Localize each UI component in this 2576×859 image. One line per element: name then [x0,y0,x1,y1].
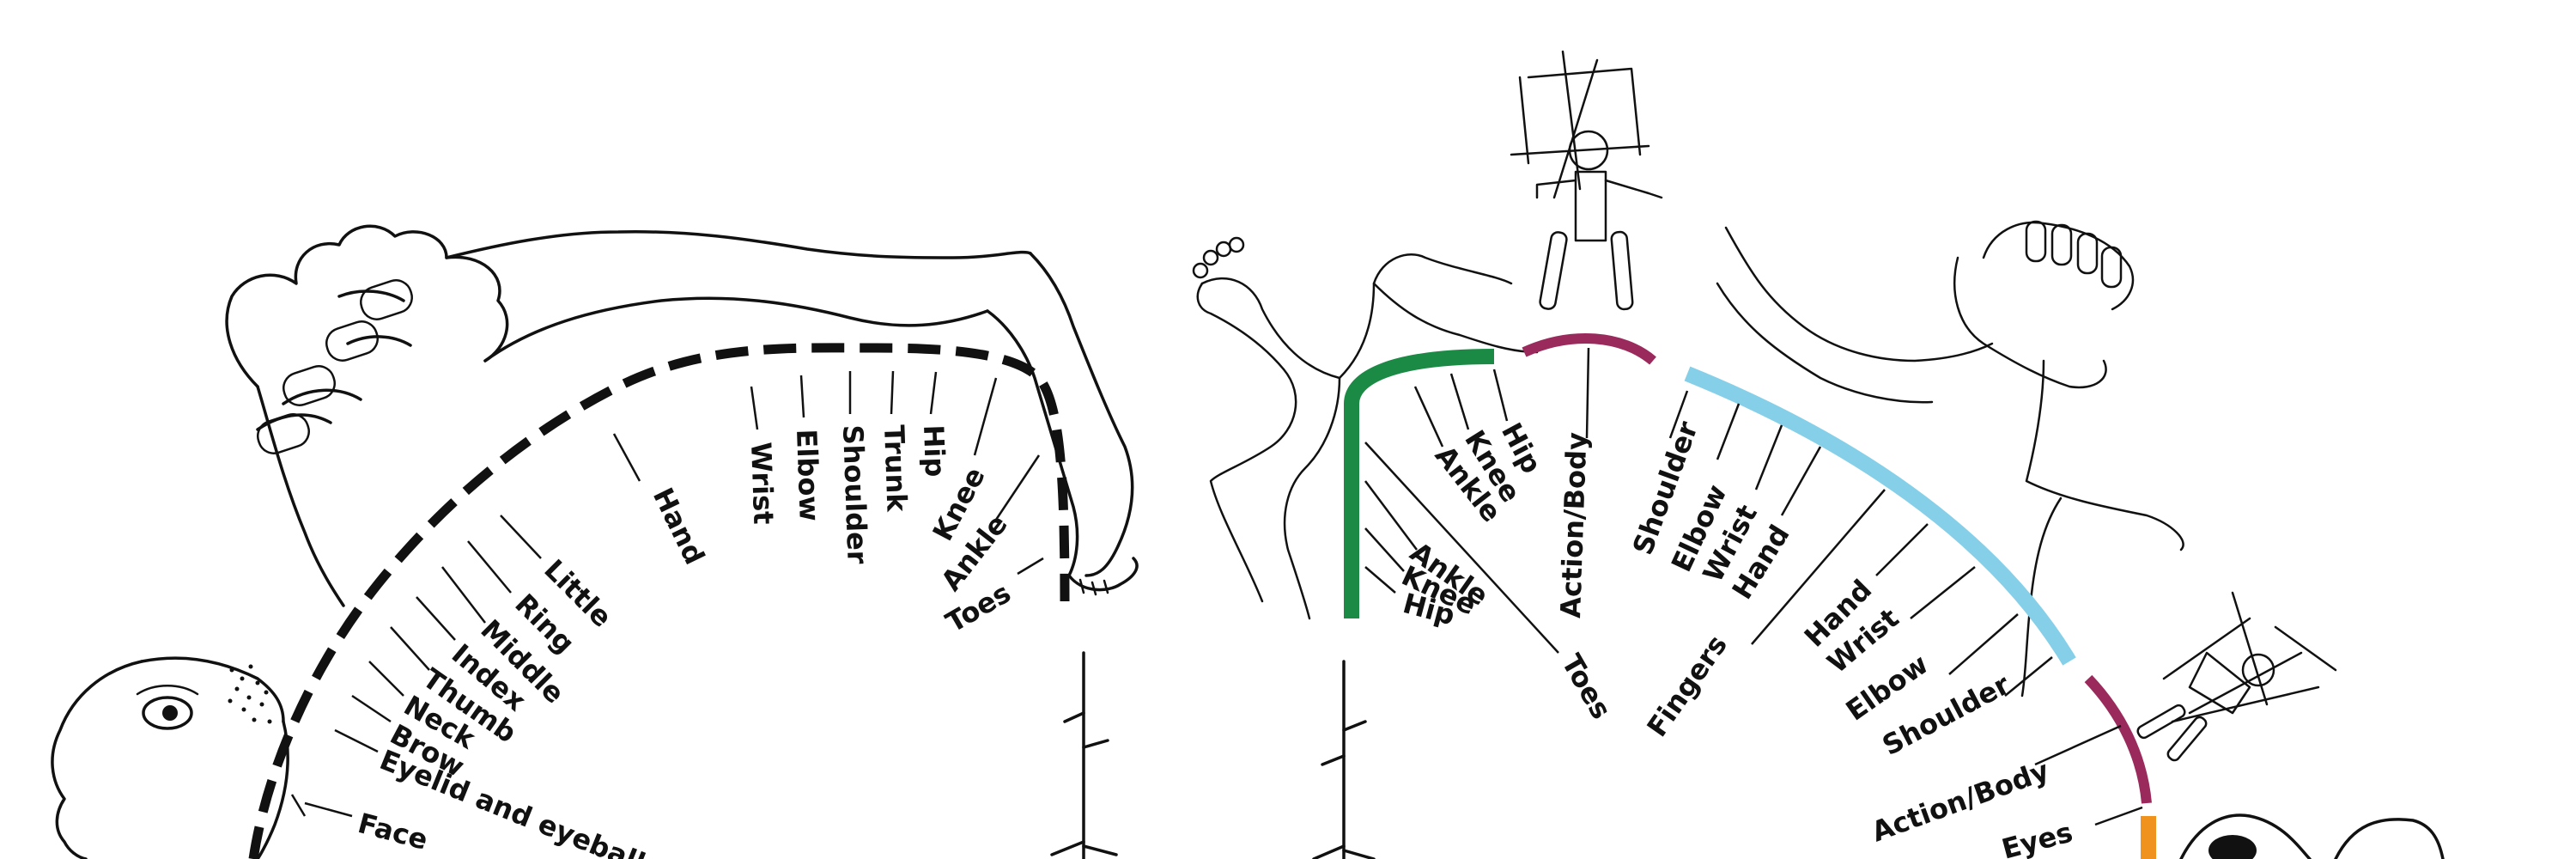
label-hand: Hand [647,483,711,570]
leg-drawing [1192,236,1539,620]
eye-drawing [2179,813,2445,859]
brow-stipple [228,664,272,724]
arm-drawing [1716,220,2184,698]
right-action-map-panel: Hip Knee Ankle Toes Ankle Knee Hip Actio… [1192,50,2445,859]
action-arc-bottom [2084,674,2152,804]
central-sulcus-sketch [1050,651,1376,859]
arms-arc [1684,366,2076,666]
left-leader-lines [290,370,1044,818]
action-arc-top [1522,333,1656,365]
label-eyes: Eyes [1998,815,2075,859]
cortex-dashed-arc [248,343,1070,859]
marionette-right-icon [2136,591,2337,762]
right-leader-lines [1364,347,2143,826]
left-homunculus-panel: Hand Wrist Elbow Shoulder Trunk Hip Knee… [51,224,1376,859]
label-trunk: Trunk [878,424,914,513]
label-face: Face [355,807,431,856]
label-elbow: Elbow [790,429,826,522]
label-arms-fingers: Fingers [1640,629,1734,742]
homunculus-body-drawing [51,224,1139,859]
marionette-top-icon [1510,50,1663,311]
label-action-body-top: Action/Body [1554,431,1594,618]
label-legs-toes: Toes [1555,649,1618,725]
label-hip: Hip [917,424,951,478]
label-wrist: Wrist [744,442,780,525]
label-shoulder: Shoulder [836,424,874,564]
legs-arc [1344,349,1495,618]
